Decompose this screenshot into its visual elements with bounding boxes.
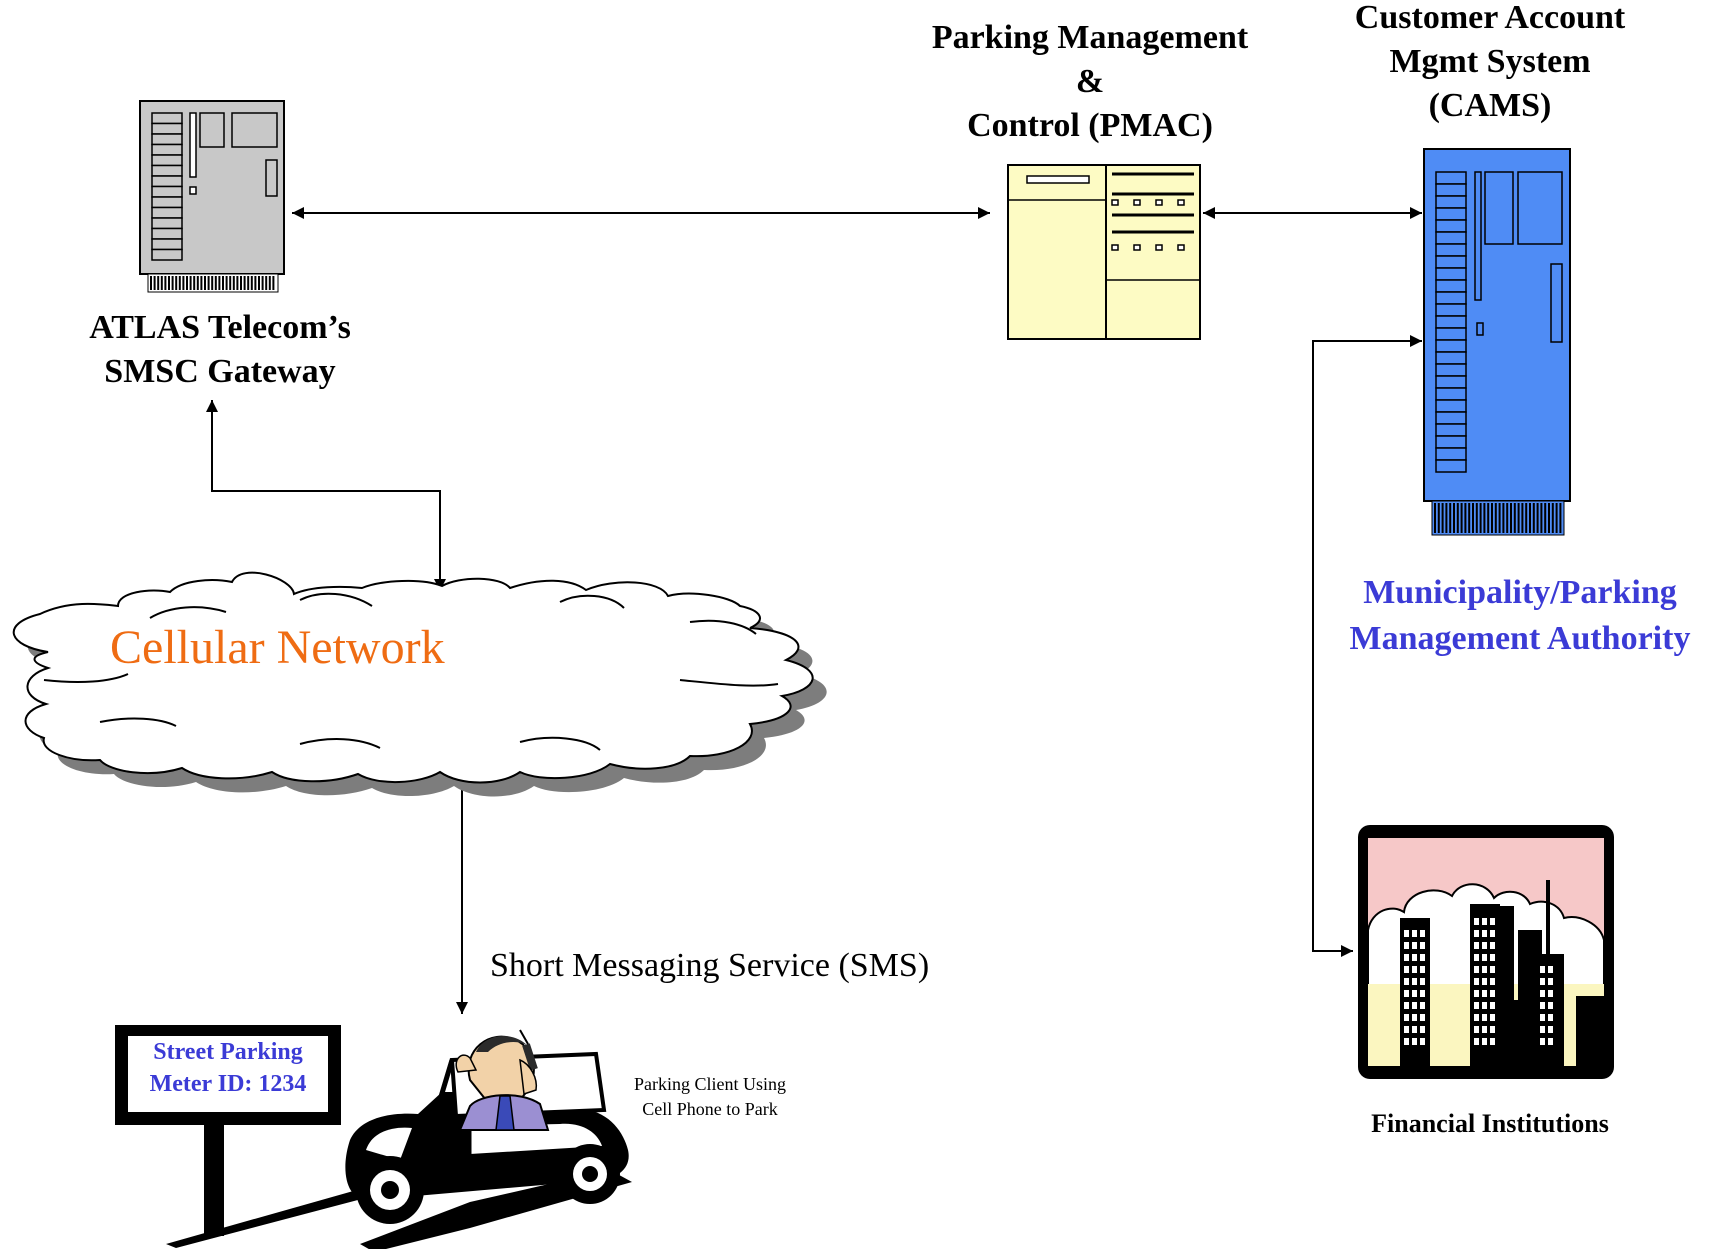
person-with-phone-icon [455,1029,550,1131]
cams-server-icon [1423,148,1571,536]
cloud-icon [12,571,827,797]
smsc-label-line1: ATLAS Telecom’s [89,309,351,346]
cams-label: Customer Account Mgmt System (CAMS) [1290,0,1690,128]
pmac-label: Parking Management & Control (PMAC) [880,16,1300,148]
pmac-label-line3: Control (PMAC) [967,107,1213,144]
authority-label-line1: Municipality/Parking [1363,574,1677,611]
client-label-line1: Parking Client Using [634,1074,786,1094]
smsc-label-line2: SMSC Gateway [104,353,336,390]
sms-label: Short Messaging Service (SMS) [490,947,930,984]
authority-label: Municipality/Parking Management Authorit… [1320,570,1720,662]
parking-client-label: Parking Client Using Cell Phone to Park [600,1072,820,1122]
authority-label-line2: Management Authority [1349,620,1691,657]
city-skyline-icon [1358,825,1614,1079]
sign-label-line2: Meter ID: 1234 [149,1071,307,1097]
sign-label-line1: Street Parking [153,1039,303,1065]
connectors [206,207,1422,1014]
link-cams-financial [1312,335,1422,957]
financial-institutions-label: Financial Institutions [1371,1109,1609,1138]
cams-label-line3: (CAMS) [1428,87,1552,124]
link-smsc-network [206,400,446,591]
cams-label-line2: Mgmt System [1389,43,1591,80]
cams-label-line1: Customer Account [1354,0,1626,36]
smsc-gateway-label: ATLAS Telecom’s SMSC Gateway [40,306,400,394]
street-parking-sign-label: Street Parking Meter ID: 1234 [126,1036,330,1100]
pmac-label-line1: Parking Management [931,19,1249,56]
pmac-server-icon [1007,164,1201,340]
smsc-server-icon [139,100,285,293]
cellular-network-label: Cellular Network [110,621,445,674]
pmac-label-line2: & [1075,63,1105,100]
client-label-line2: Cell Phone to Park [642,1099,778,1119]
